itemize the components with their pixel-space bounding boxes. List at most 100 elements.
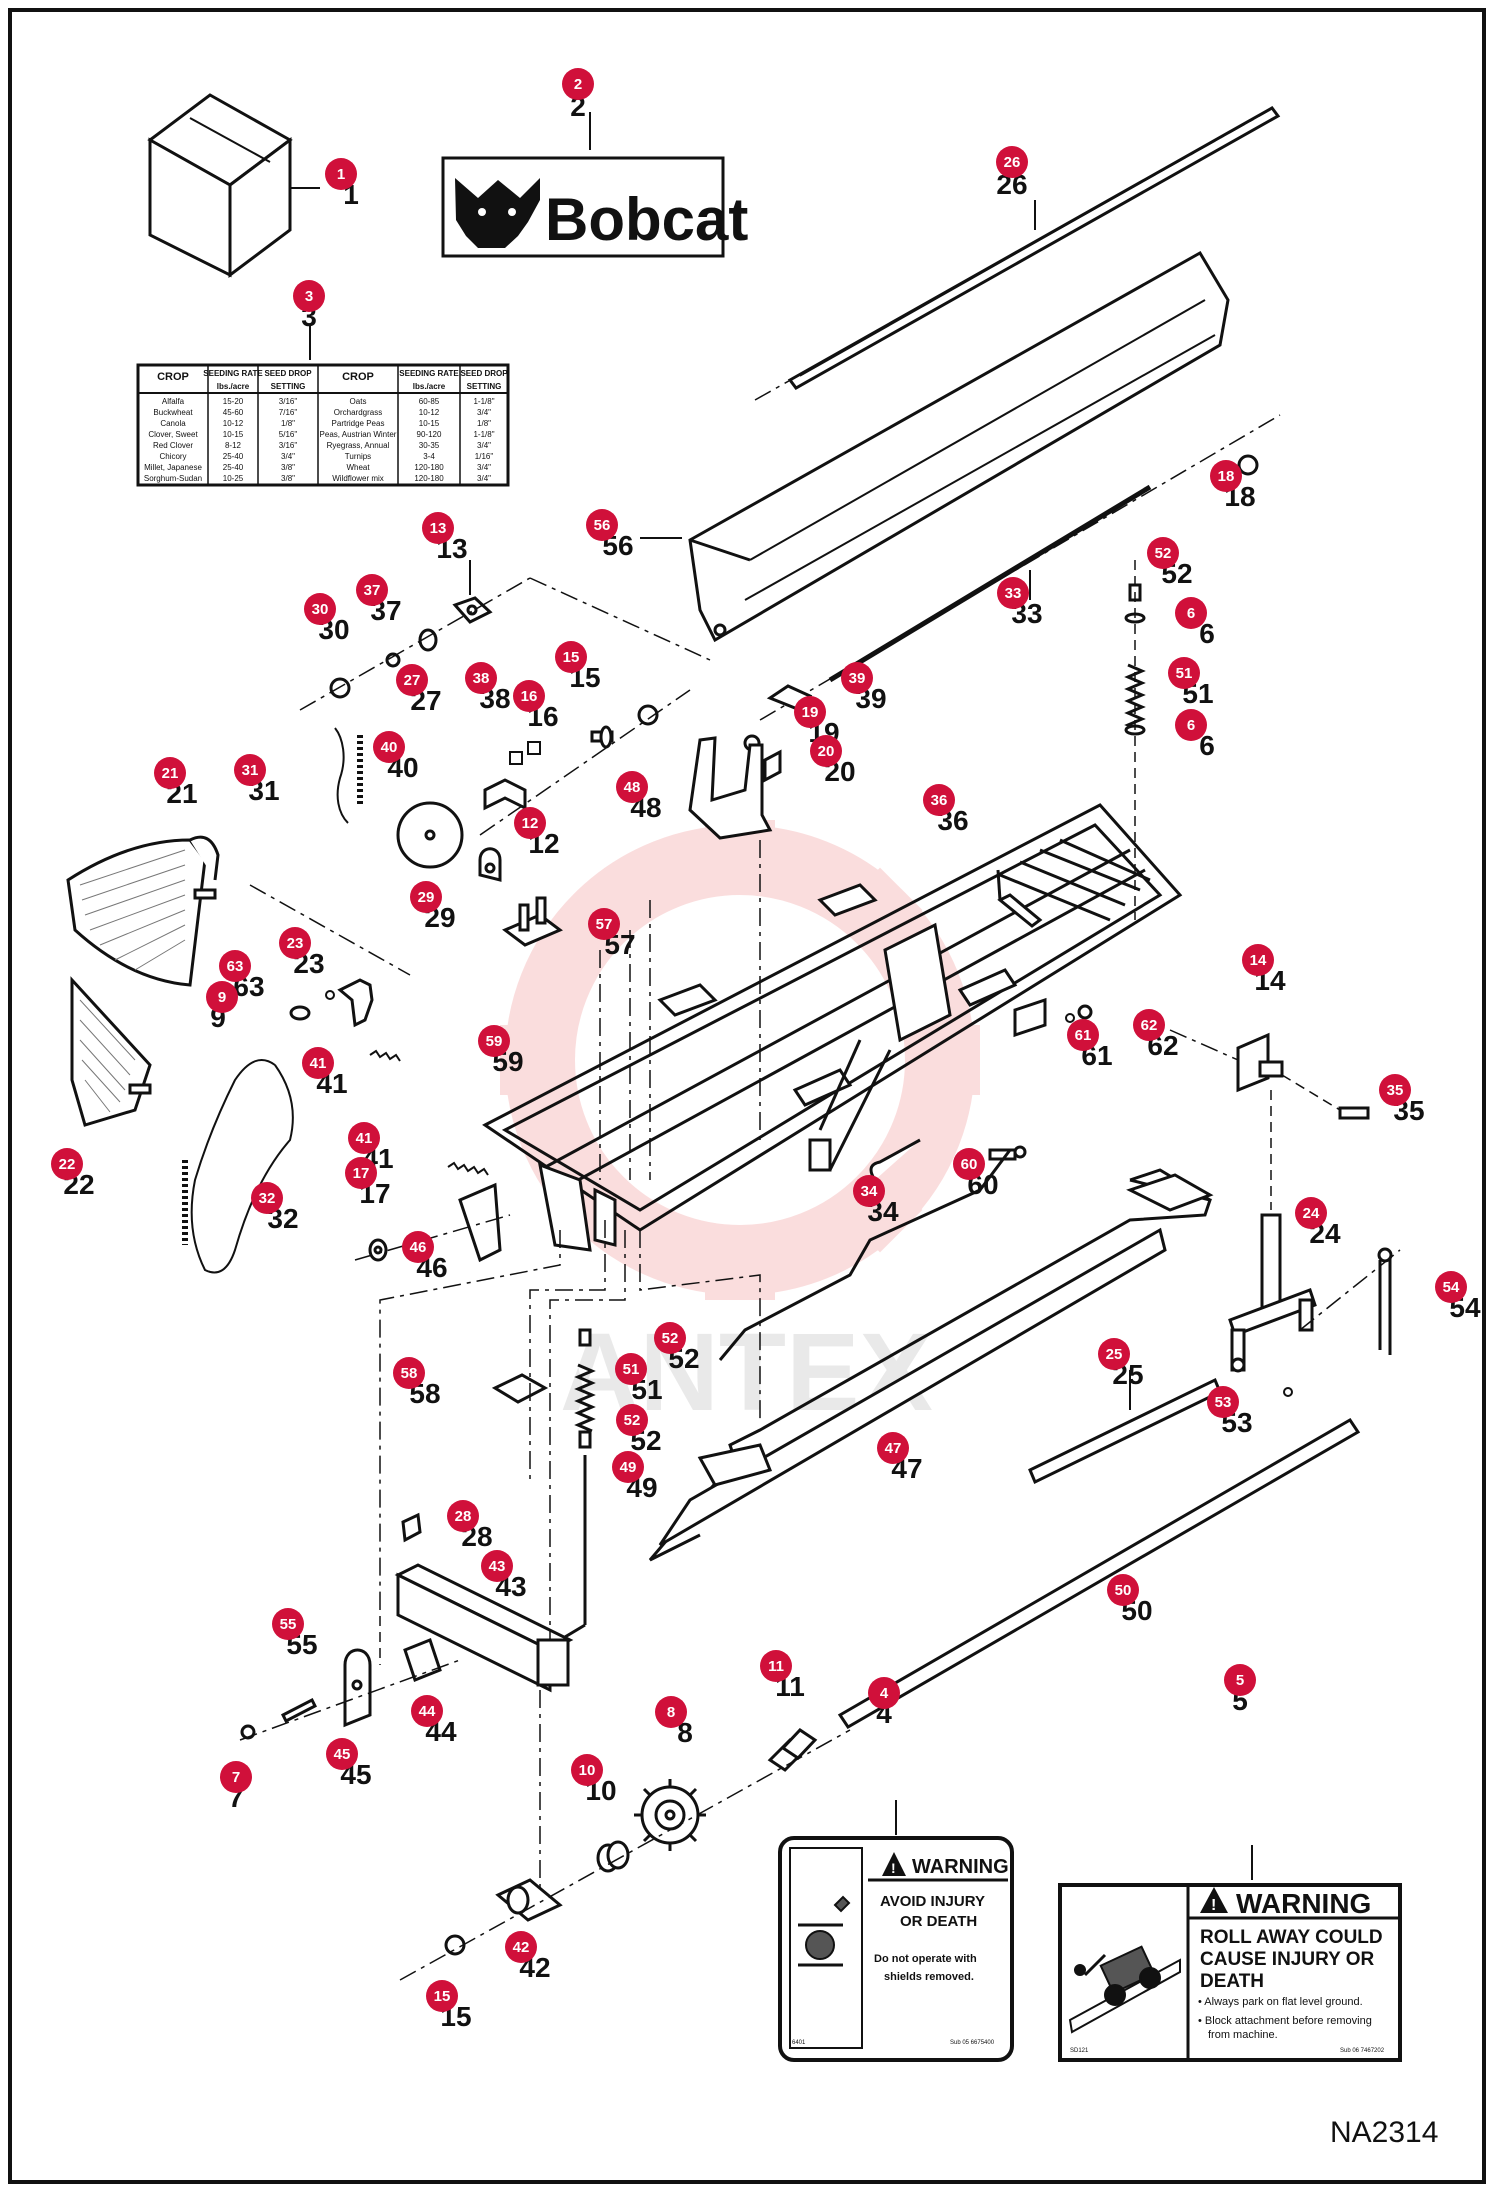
callout-badge — [410, 881, 442, 913]
callout-badge — [810, 735, 842, 767]
table-cell: 10-15 — [223, 430, 244, 439]
part-shield-22 — [70, 976, 152, 1127]
callout-badge — [655, 1696, 687, 1728]
callout-number: 10 — [579, 1762, 596, 1779]
callout-label: 6 — [1199, 618, 1215, 649]
dash-routing-lines — [379, 840, 761, 1900]
part-sprocket-30 — [329, 677, 351, 699]
part-pin-55 — [280, 1697, 318, 1724]
callout-number: 52 — [662, 1330, 679, 1347]
table-cell: Alfalfa — [162, 397, 185, 406]
warning-triangle-icon: ! — [882, 1852, 906, 1876]
table-cell: 1-1/8" — [473, 430, 494, 439]
callout-badge — [234, 754, 266, 786]
callout-badge — [1435, 1271, 1467, 1303]
callout-number: 63 — [227, 958, 244, 975]
part-plate-58 — [491, 1373, 549, 1404]
callout-badge — [478, 1025, 510, 1057]
callout-number: 46 — [410, 1239, 427, 1256]
part-bracket-13 — [452, 596, 493, 624]
callout-badge — [1067, 1019, 1099, 1051]
table-cell: 5/16" — [279, 430, 298, 439]
table-cell: Wildflower mix — [332, 474, 384, 483]
callout-number: 18 — [1218, 468, 1235, 485]
callout-2: 22 — [562, 68, 594, 122]
table-cell: 3/4" — [477, 463, 491, 472]
warning-triangle-icon-right: ! — [1200, 1887, 1228, 1914]
table-cell: Clover, Sweet — [148, 430, 198, 439]
callout-number: 61 — [1075, 1027, 1092, 1044]
part-7 — [240, 1724, 256, 1740]
callout-number: 42 — [513, 1939, 530, 1956]
callout-badge — [1175, 597, 1207, 629]
callout-7: 77 — [220, 1761, 252, 1813]
callout-3: 33 — [293, 280, 325, 332]
callout-badge — [447, 1500, 479, 1532]
part-mount-57 — [502, 896, 563, 947]
warning-decal-left: ! WARNING AVOID INJURY OR DEATH Do not o… — [778, 1836, 1014, 2062]
part-guard-47 — [648, 1149, 1214, 1562]
table-cell: 3/4" — [281, 452, 295, 461]
table-cell: 90-120 — [417, 430, 442, 439]
part-rod-50 — [837, 1417, 1361, 1730]
part-53 — [1283, 1387, 1293, 1397]
part-63 — [325, 990, 335, 1000]
table-subheader: SETTING — [271, 382, 306, 391]
warning-left-line4: shields removed. — [884, 1971, 974, 1983]
callout-number: 38 — [473, 670, 490, 687]
callout-badge — [1133, 1009, 1165, 1041]
callout-number: 30 — [312, 601, 329, 618]
callout-number: 59 — [486, 1033, 503, 1050]
part-plate-44 — [403, 1638, 442, 1682]
callout-number: 15 — [563, 649, 580, 666]
table-cell: 3/8" — [281, 463, 295, 472]
part-wheel-8 — [634, 1779, 706, 1851]
diagram-frame — [8, 8, 1486, 2184]
table-cell: 1/8" — [281, 419, 295, 428]
part-plate-14 — [1236, 1032, 1284, 1093]
callout-number: 7 — [232, 1769, 240, 1786]
callout-number: 4 — [880, 1685, 889, 1702]
part-tube-25 — [1028, 1377, 1222, 1485]
callout-badge — [373, 731, 405, 763]
callout-badge — [272, 1608, 304, 1640]
warning-right-line1: ROLL AWAY COULD — [1200, 1927, 1383, 1948]
callout-badge — [615, 1353, 647, 1385]
table-cell: Millet, Japanese — [144, 463, 202, 472]
part-spring-pin-54 — [1377, 1247, 1393, 1355]
callout-label: 8 — [677, 1717, 693, 1748]
warning-left-title: WARNING — [912, 1856, 1009, 1878]
callout-badge — [588, 908, 620, 940]
part-28 — [401, 1512, 422, 1543]
callout-badge — [154, 757, 186, 789]
bobcat-logo-text: Bobcat — [545, 186, 748, 253]
callout-badge — [402, 1231, 434, 1263]
callout-badge — [481, 1550, 513, 1582]
callout-number: 37 — [364, 582, 381, 599]
table-cell: Ryegrass, Annual — [327, 441, 390, 450]
callout-number: 44 — [419, 1703, 436, 1720]
callout-number: 21 — [162, 765, 179, 782]
part-sprocket-15-top — [637, 704, 659, 726]
callout-number: 36 — [931, 792, 948, 809]
warning-right-bullet2: • Block attachment before removing — [1198, 2015, 1372, 2027]
table-cell: Oats — [350, 397, 367, 406]
callout-number: 60 — [961, 1156, 978, 1173]
table-cell: 3/16" — [279, 397, 298, 406]
callout-number: 41 — [356, 1130, 373, 1147]
warning-left-line2: OR DEATH — [900, 1913, 977, 1930]
callout-1: 11 — [325, 158, 359, 210]
